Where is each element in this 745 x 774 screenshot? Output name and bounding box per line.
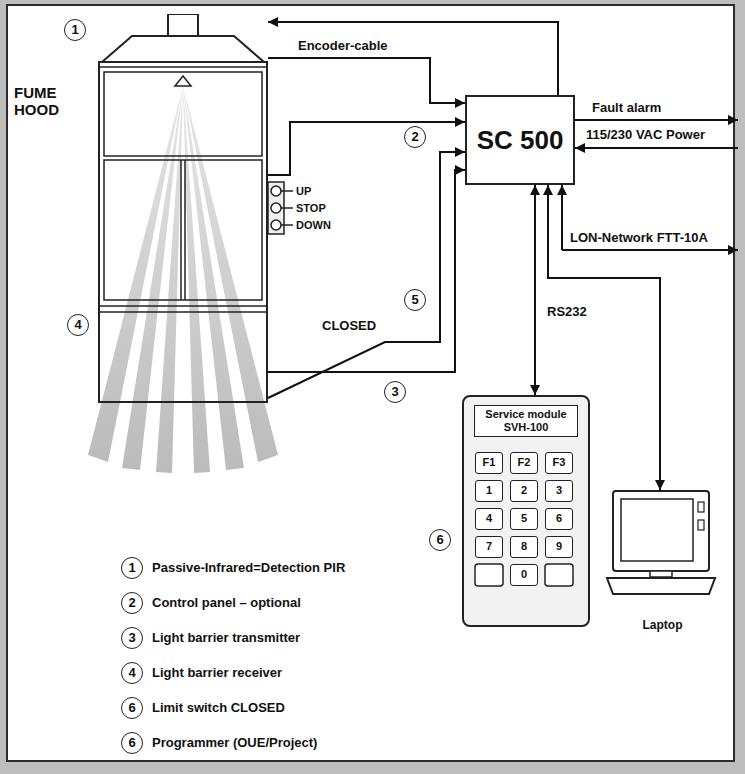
signal-connector (268, 58, 465, 103)
keypad-key: 6 (545, 508, 573, 530)
legend-number: 2 (121, 592, 143, 614)
infrared-rays (88, 86, 278, 473)
callout-number: 5 (404, 289, 426, 311)
keypad-key: 0 (510, 564, 538, 586)
legend-text: Light barrier transmitter (152, 630, 300, 646)
legend-text: Programmer (OUE/Project) (152, 735, 317, 751)
legend-number: 4 (121, 662, 143, 684)
legend-text: Control panel – optional (152, 595, 301, 611)
callout-number: 6 (429, 529, 451, 551)
keypad-key: 5 (510, 508, 538, 530)
keypad-key: 4 (475, 508, 503, 530)
controller-box: SC 500 (465, 95, 575, 185)
signal-wires (562, 120, 738, 250)
callout-number: 1 (64, 19, 86, 41)
fume-hood-outline (98, 14, 268, 404)
edge-label: Encoder-cable (296, 38, 390, 54)
callout-number: 4 (67, 314, 89, 336)
button-label: STOP (296, 200, 326, 216)
callout-number: 3 (384, 381, 406, 403)
fume-hood: FUME HOOD (98, 14, 268, 404)
keypad-key: F1 (475, 452, 503, 474)
hood-title: FUME HOOD (14, 84, 76, 119)
legend-number: 1 (121, 557, 143, 579)
keypad-key: 2 (510, 480, 538, 502)
signal-connector (268, 22, 558, 95)
button-label: DOWN (296, 217, 331, 233)
signal-label: Fault alarm (592, 100, 661, 116)
signal-connector (534, 185, 536, 395)
edge-label: RS232 (545, 304, 589, 320)
keypad-key: 3 (545, 480, 573, 502)
controller-name: SC 500 (477, 125, 564, 156)
legend-number: 6 (121, 697, 143, 719)
keypad-key: F3 (545, 452, 573, 474)
keypad-key: 9 (545, 536, 573, 558)
keypad-key: 7 (475, 536, 503, 558)
signal-connector (268, 152, 465, 398)
legend-number: 3 (121, 627, 143, 649)
laptop: Laptop (605, 490, 720, 615)
control-panel (268, 182, 293, 234)
laptop-label: Laptop (605, 618, 720, 632)
legend-text: Passive-Infrared=Detection PIR (152, 560, 345, 576)
network-label: LON-Network FTT-10A (570, 230, 708, 246)
legend-number: 6 (121, 732, 143, 754)
callout-number: 2 (404, 126, 426, 148)
laptop-outline (605, 490, 720, 615)
signal-connector (268, 122, 465, 175)
legend-text: Light barrier receiver (152, 665, 282, 681)
keypad-key: 8 (510, 536, 538, 558)
module-title: Service module SVH-100 (474, 405, 578, 437)
keypad-key: 1 (475, 480, 503, 502)
signal-connector (268, 170, 465, 372)
switch-label: CLOSED (322, 318, 376, 334)
signal-label: 115/230 VAC Power (586, 127, 705, 143)
button-label: UP (296, 183, 311, 199)
legend-text: Limit switch CLOSED (152, 700, 285, 716)
keypad-key: F2 (510, 452, 538, 474)
